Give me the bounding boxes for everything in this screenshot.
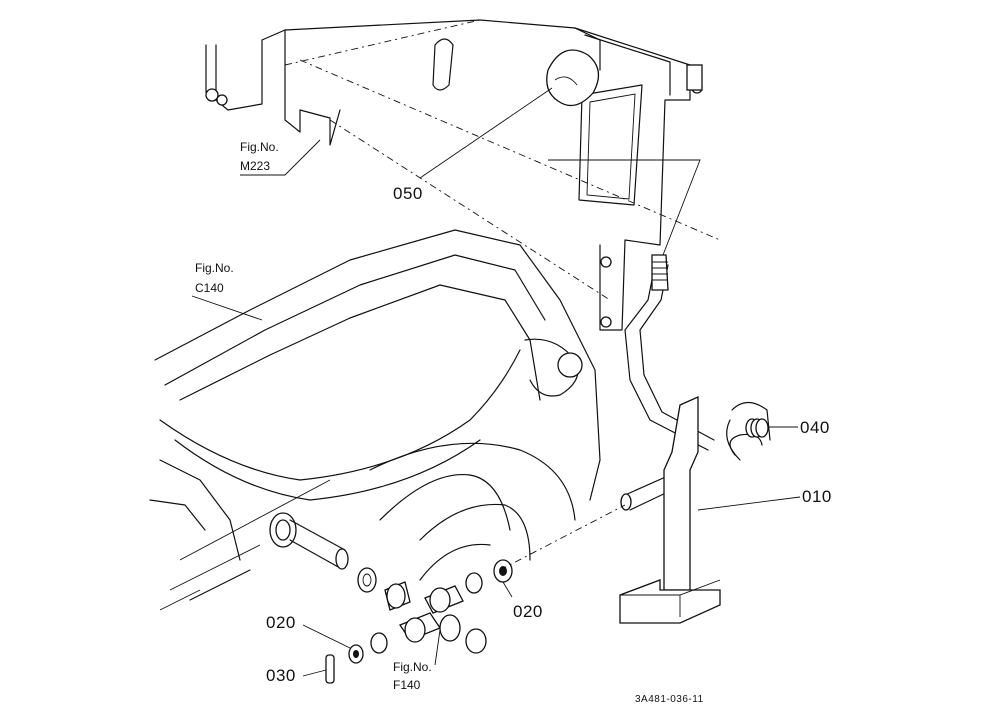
part-label-050: 050 xyxy=(393,184,423,203)
leader-030 xyxy=(302,669,327,677)
figref-c140-line1: Fig.No. xyxy=(195,261,234,275)
part-label-030: 030 xyxy=(266,666,296,685)
mount-bracket xyxy=(574,27,703,331)
figref-f140-line1: Fig.No. xyxy=(393,660,432,674)
bushing-parts xyxy=(325,559,513,684)
figref-m223-line1: Fig.No. xyxy=(240,140,279,154)
leader-rod-top xyxy=(548,159,701,256)
leader-020a xyxy=(502,581,513,598)
part-label-020-right: 020 xyxy=(513,602,543,621)
leader-f140 xyxy=(434,629,441,666)
leader-m223 xyxy=(240,139,321,176)
knob-050 xyxy=(546,49,600,107)
figref-m223-line2: M223 xyxy=(240,159,270,173)
leader-c140 xyxy=(191,295,263,321)
part-label-020-left: 020 xyxy=(266,613,296,632)
transmission-case-c140 xyxy=(149,229,601,611)
figref-c140-line2: C140 xyxy=(195,281,224,295)
leader-020b xyxy=(302,624,351,649)
leader-050 xyxy=(419,87,553,179)
pedal-arm-010 xyxy=(619,395,721,624)
frame-bracket-m223 xyxy=(205,19,721,301)
shaft-centerline xyxy=(499,504,626,571)
part-label-040: 040 xyxy=(800,418,830,437)
spring-040 xyxy=(726,401,771,461)
cross-shaft xyxy=(269,512,349,570)
leader-010 xyxy=(697,496,801,511)
drawing-code: 3A481-036-11 xyxy=(635,694,704,705)
figref-f140-line2: F140 xyxy=(393,678,421,692)
part-label-010: 010 xyxy=(802,487,832,506)
pedal-shaft xyxy=(620,254,715,511)
